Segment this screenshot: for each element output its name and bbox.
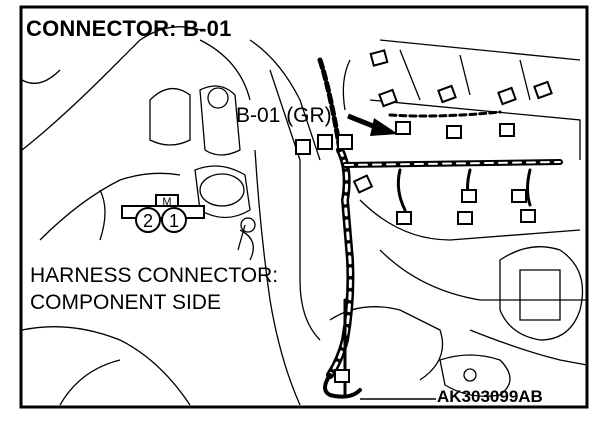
b01-connector [295,134,353,155]
connector-plug [520,209,536,223]
figure-code: AK303099AB [437,387,543,406]
connector-plug [497,86,517,106]
connector-plug [352,174,374,194]
connector-plug [461,189,477,203]
connector-plug [396,211,412,225]
wiring-harness [317,57,563,399]
connector-plug [457,211,473,225]
connector-face [121,194,205,233]
connector-pin-2-circle [135,207,161,233]
connector-plug [378,88,398,108]
engine-outline [21,26,588,406]
harness-caption-line-1: HARNESS CONNECTOR: [30,264,279,287]
connector-plug [446,125,462,139]
connector-pin-2: 2 [143,211,153,231]
connector-callout-label: B-01 (GR) [236,104,332,127]
connector-pin-1-circle [161,207,187,233]
connector-plug [511,189,527,203]
connector-plug [499,123,515,137]
diagram-title: CONNECTOR: B-01 [26,16,232,41]
callout-arrow-icon [347,113,398,136]
connector-mark: M [162,196,171,208]
connector-plug [395,121,411,135]
connector-plug [334,369,350,383]
connector-plug [369,49,389,67]
connector-plug [437,84,457,104]
harness-connectors [334,49,553,383]
connector-plug [533,80,553,100]
connector-pin-1: 1 [169,211,179,231]
diagram-border [19,5,589,409]
harness-caption-line-2: COMPONENT SIDE [30,291,221,314]
